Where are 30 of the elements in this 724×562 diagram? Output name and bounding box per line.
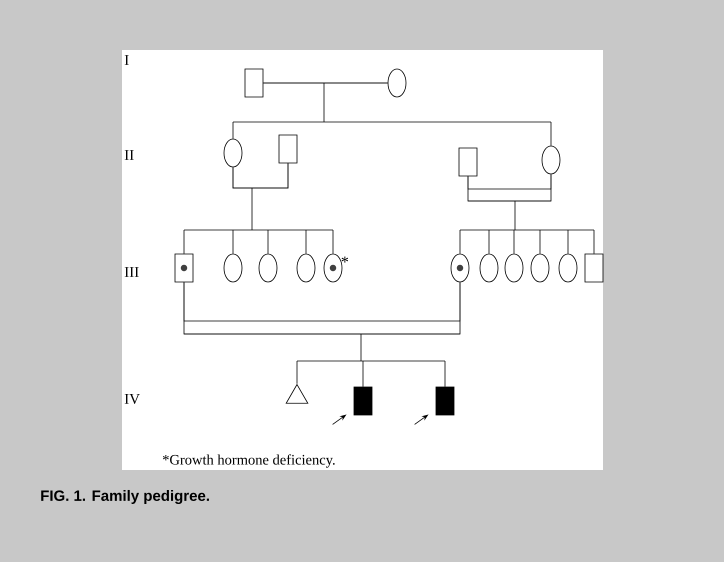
circle-symbol bbox=[542, 146, 560, 174]
asterisk-mark: * bbox=[342, 256, 348, 262]
generation-label: I bbox=[124, 55, 129, 65]
generation-label: II bbox=[124, 150, 134, 160]
square-symbol bbox=[244, 68, 264, 98]
footnote: *Growth hormone deficiency. bbox=[162, 454, 335, 468]
square-symbol bbox=[458, 148, 478, 176]
circle-symbol bbox=[558, 254, 578, 282]
circle-symbol bbox=[480, 254, 498, 282]
dotted-square-symbol bbox=[174, 254, 194, 282]
filled-square-symbol bbox=[354, 386, 372, 416]
descent-line bbox=[184, 163, 334, 254]
circle-symbol bbox=[504, 254, 524, 282]
dotted-circle-symbol bbox=[324, 254, 342, 282]
filled-square-symbol bbox=[436, 386, 454, 416]
circle-symbol bbox=[530, 254, 550, 282]
dotted-circle-symbol bbox=[450, 254, 470, 282]
descent-line bbox=[184, 282, 460, 387]
circle-symbol bbox=[224, 254, 242, 282]
circle-symbol bbox=[388, 68, 406, 98]
square-symbol bbox=[278, 134, 298, 164]
descent-line bbox=[460, 174, 594, 254]
caption: FIG. 1. Family pedigree. bbox=[41, 490, 209, 504]
generation-label: IV bbox=[124, 394, 140, 404]
square-symbol bbox=[584, 254, 604, 282]
descent-line bbox=[232, 82, 552, 146]
circle-symbol bbox=[224, 138, 242, 168]
circle-symbol bbox=[296, 254, 316, 282]
circle-symbol bbox=[258, 254, 278, 282]
generation-label: III bbox=[124, 267, 139, 277]
